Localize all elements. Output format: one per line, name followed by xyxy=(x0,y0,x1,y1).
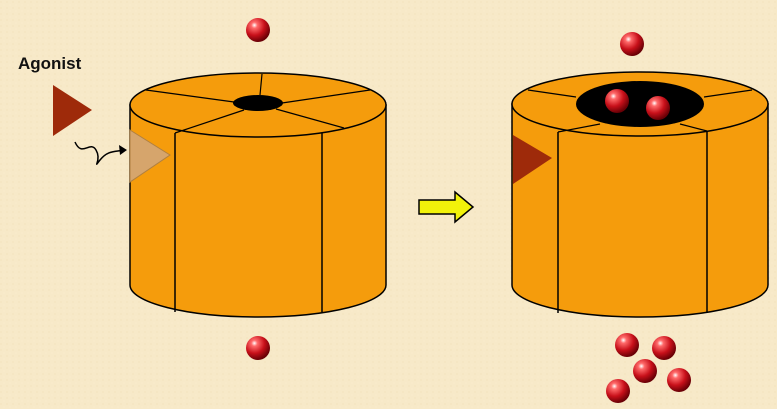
wavy-arrow-icon xyxy=(74,141,127,165)
ion-sphere-icon xyxy=(646,96,670,120)
ion-sphere-icon xyxy=(246,18,270,42)
closed-channel-top-segment xyxy=(145,89,235,103)
ion-sphere-icon xyxy=(246,336,270,360)
closed-channel-top-segment xyxy=(259,73,263,96)
ion-sphere-icon xyxy=(605,89,629,113)
open-channel xyxy=(511,71,769,318)
closed-channel-top-segment xyxy=(174,109,245,134)
ion-sphere-icon xyxy=(633,359,657,383)
ion-sphere-icon xyxy=(606,379,630,403)
ion-sphere-icon xyxy=(667,368,691,392)
agonist-label: Agonist xyxy=(18,54,82,73)
open-channel-top-segment xyxy=(679,123,708,132)
ion-sphere-icon xyxy=(620,32,644,56)
closed-pore xyxy=(233,95,283,111)
bound-agonist-triangle-icon xyxy=(513,135,552,184)
open-channel-body xyxy=(511,103,769,318)
agonist-triangle-icon xyxy=(53,85,92,136)
open-channel-top-segment xyxy=(527,89,577,98)
open-channel-top-segment xyxy=(557,123,601,133)
closed-channel-top-segment xyxy=(281,89,371,104)
closed-channel-top-segment xyxy=(275,108,345,129)
ion-sphere-icon xyxy=(652,336,676,360)
open-channel-top-segment xyxy=(703,89,753,98)
right-arrow-icon xyxy=(418,190,475,224)
empty-binding-site-icon xyxy=(129,129,171,183)
ion-sphere-icon xyxy=(615,333,639,357)
open-pore xyxy=(576,81,704,127)
closed-channel xyxy=(129,72,387,318)
